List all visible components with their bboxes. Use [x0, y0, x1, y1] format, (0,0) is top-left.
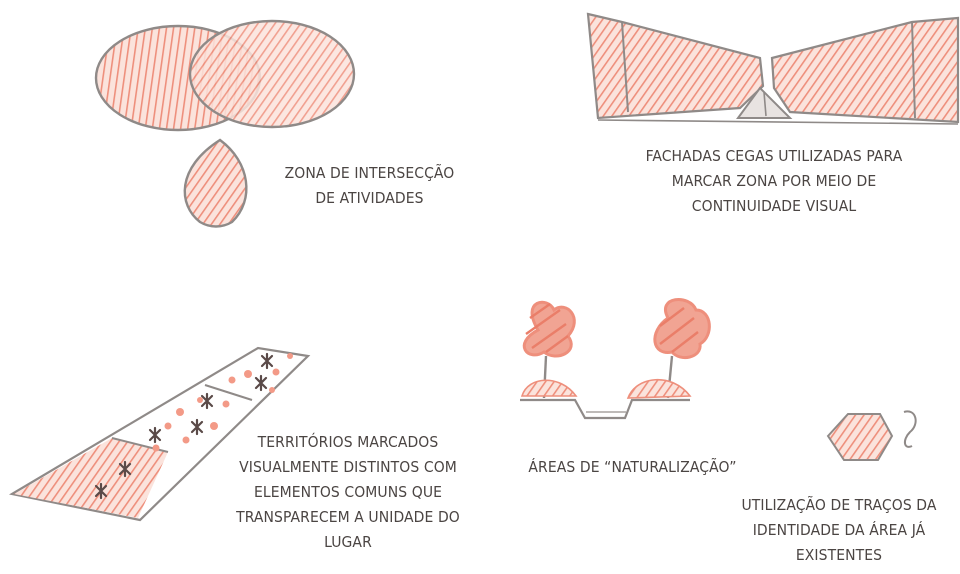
right-tree [626, 298, 711, 399]
blind-facades [586, 12, 960, 125]
caption-facades: FACHADAS CEGAS UTILIZADAS PARA MARCAR ZO… [645, 147, 903, 215]
left-facade [586, 12, 765, 120]
ground-line [520, 398, 690, 420]
strip-marks [94, 352, 274, 500]
caption-intersection: ZONA DE INTERSECÇÃO DE ATIVIDADES [284, 164, 455, 207]
caption-territories: TERRITÓRIOS MARCADOS VISUALMENTE DISTINT… [236, 433, 460, 551]
left-tree [520, 300, 578, 399]
squiggle-mark [903, 410, 917, 448]
hexagon-shape [826, 413, 894, 461]
identity-sketch [826, 410, 917, 461]
naturalization-sketch [520, 298, 711, 420]
caption-naturalization: ÁREAS DE “NATURALIZAÇÃO” [528, 458, 737, 476]
intersection-ellipses [94, 19, 356, 228]
right-facade [770, 16, 960, 124]
right-ellipse [188, 19, 356, 129]
facade-path-triangle [736, 86, 793, 119]
territories-strip [8, 346, 311, 522]
caption-identity: UTILIZAÇÃO DE TRAÇOS DA IDENTIDADE DA ÁR… [741, 496, 937, 564]
intersection-leaf [183, 138, 248, 228]
strip-segment-hatched [14, 438, 168, 518]
